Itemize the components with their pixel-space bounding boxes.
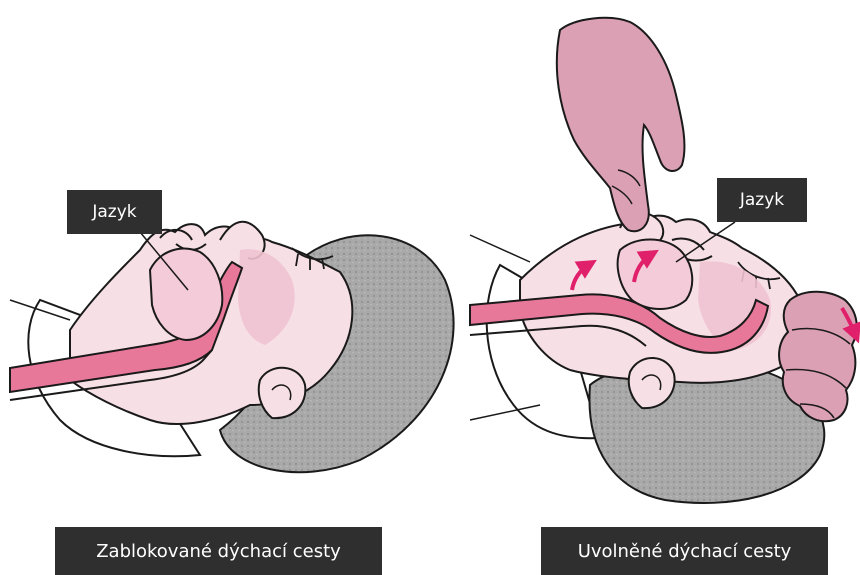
caption-open-airway: Uvolněné dýchací cesty: [541, 527, 828, 575]
open-airway-figure: [470, 18, 857, 503]
caption-blocked-airway: Zablokované dýchací cesty: [55, 527, 382, 575]
blocked-airway-figure: [10, 222, 454, 472]
tongue-label-left: Jazyk: [67, 190, 162, 234]
tongue-label-right: Jazyk: [717, 178, 807, 222]
chin-lift-hand: [557, 18, 685, 231]
